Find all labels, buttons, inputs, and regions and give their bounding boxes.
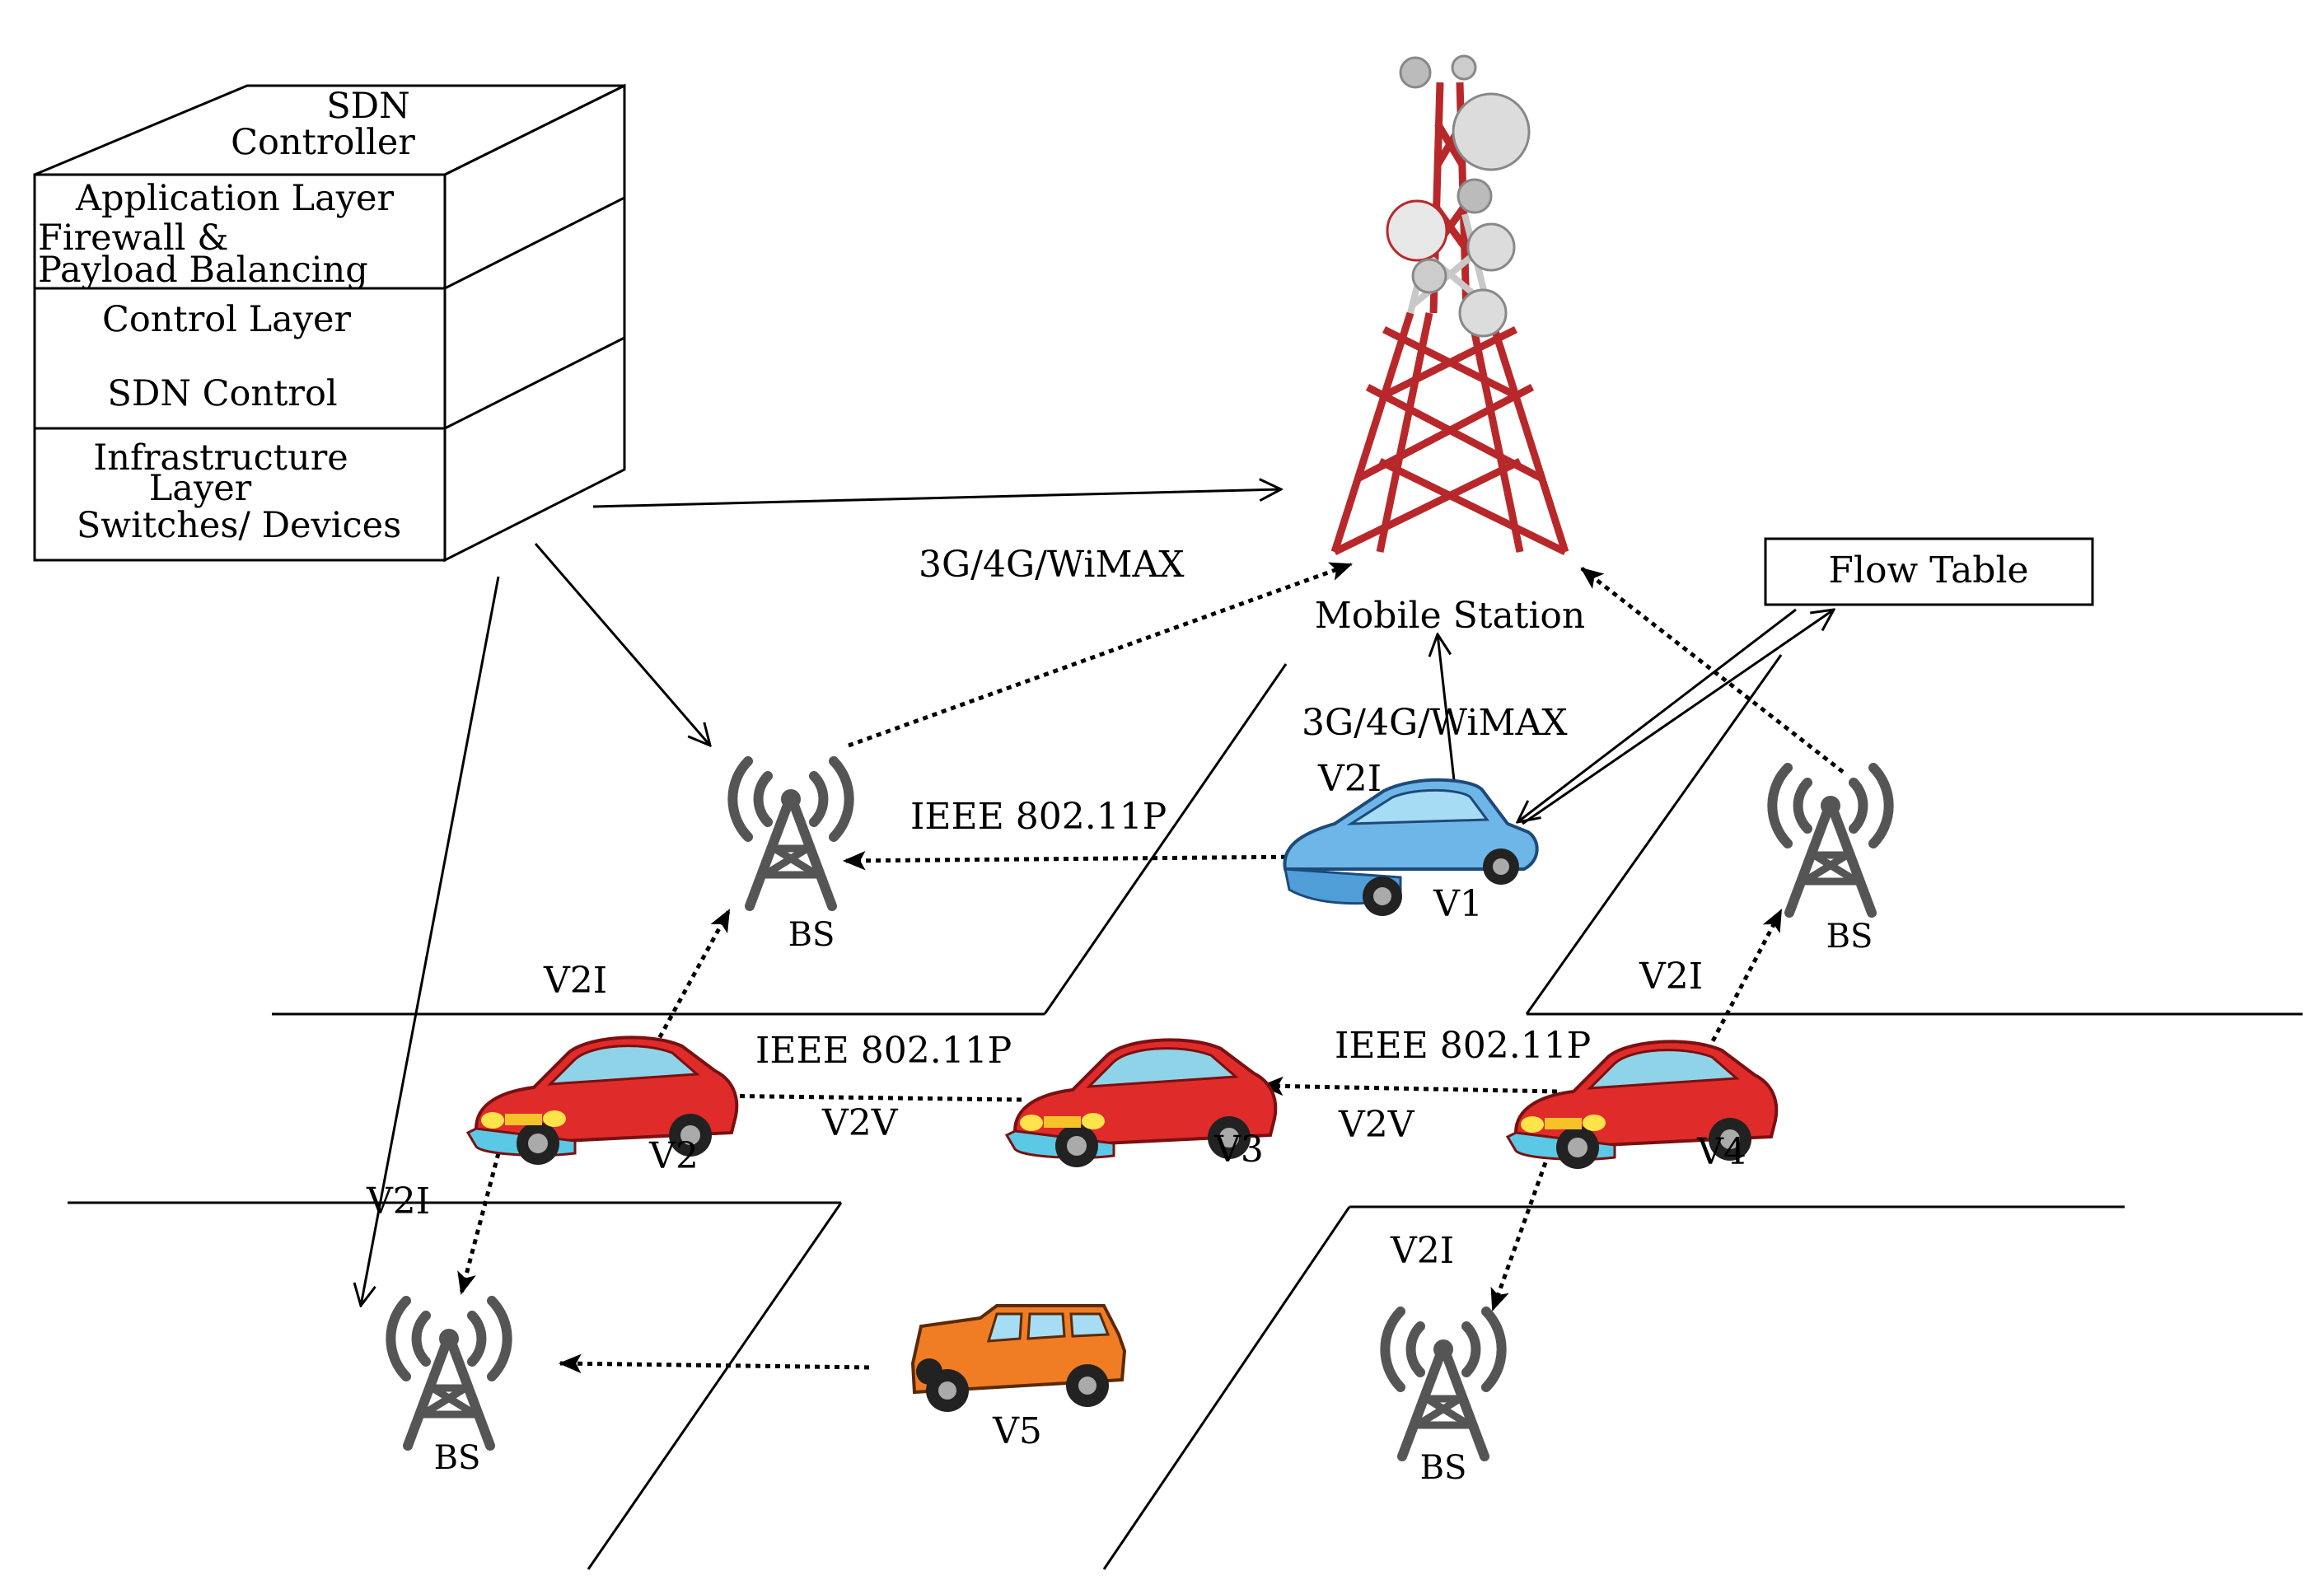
payload-balancing-label: Payload Balancing [38, 250, 368, 291]
control-links [361, 489, 1834, 1306]
control-layer-label: Control Layer [102, 299, 352, 340]
v4-label: V4 [1696, 1131, 1747, 1173]
v2i-label-bs3: V2I [366, 1180, 430, 1222]
sdn-to-tower-link [592, 489, 1281, 508]
tech-label-top: 3G/4G/WiMAX [919, 544, 1185, 586]
flow-table-box: Flow Table [1764, 537, 2094, 606]
sdn-header-line1: SDN [326, 86, 410, 127]
firewall-label: Firewall & [38, 217, 228, 259]
v2i-label-v1: V2I [1317, 758, 1382, 800]
mobile-station-label: Mobile Station [1315, 595, 1586, 637]
tech-label-v1: 3G/4G/WiMAX [1302, 702, 1568, 744]
base-station-4: BS [1385, 1311, 1501, 1487]
v4-to-bs4-link [1490, 1152, 1551, 1312]
base-station-3: BS [390, 1301, 507, 1477]
v2i-label-v4: V2I [1639, 956, 1703, 998]
v5-label: V5 [992, 1410, 1042, 1452]
bs1-to-tower-link [848, 562, 1354, 748]
ieee-label-v4: IEEE 802.11P [1335, 1025, 1591, 1067]
sdn-control-label: SDN Control [107, 373, 337, 414]
infrastructure-label: Infrastructure [93, 437, 348, 479]
v2i-label-bs4: V2I [1390, 1230, 1454, 1272]
vehicle-v2: V2 [466, 1035, 739, 1177]
base-station-2: BS [1772, 768, 1888, 956]
v3-label: V3 [1213, 1129, 1264, 1171]
v2v-label-v3: V2V [821, 1102, 899, 1144]
flowtable-to-v1-link [1517, 608, 1797, 822]
v2-label: V2 [648, 1135, 699, 1177]
v2-to-bs1-link [652, 909, 732, 1048]
vehicle-v1: V1 [1283, 778, 1539, 925]
v4-to-v3-link [1260, 1076, 1558, 1096]
layer-label: Layer [149, 468, 252, 509]
sdn-to-bs3-link [361, 576, 500, 1306]
application-layer-label: Application Layer [75, 178, 395, 219]
road-lines [68, 654, 2303, 1570]
v2-to-bs3-link [457, 1152, 501, 1296]
v2i-label-v2: V2I [543, 960, 607, 1002]
switches-devices-label: Switches/ Devices [77, 505, 401, 546]
v1-to-flowtable-link [1522, 610, 1834, 825]
sdn-header-line2: Controller [231, 122, 415, 163]
base-station-1: BS [732, 761, 849, 954]
vehicle-v4: V4 [1506, 1040, 1779, 1173]
v1-to-tower-link [1438, 634, 1457, 796]
mobile-station-tower: Mobile Station [1315, 54, 1586, 637]
bs-label: BS [1826, 918, 1873, 956]
link-labels: 3G/4G/WiMAX 3G/4G/WiMAX V2I IEEE 802.11P… [366, 544, 1703, 1272]
v4-to-bs2-link [1701, 909, 1784, 1060]
v1-to-bs1-link [842, 851, 1307, 871]
v1-label: V1 [1433, 883, 1483, 925]
bs-label: BS [1420, 1449, 1467, 1487]
sdn-controller-box: SDN Controller Application Layer Firewal… [33, 83, 626, 563]
ieee-label-v1: IEEE 802.11P [910, 796, 1167, 838]
vehicle-v5: V5 [910, 1304, 1127, 1452]
sdn-to-bs1-link [534, 543, 710, 746]
bs-label: BS [434, 1439, 481, 1477]
ieee-label-v3: IEEE 802.11P [755, 1030, 1012, 1072]
bs-label: BS [788, 916, 835, 954]
v2v-label-v4: V2V [1338, 1104, 1415, 1146]
flow-table-label: Flow Table [1828, 549, 2028, 591]
wireless-links [457, 562, 1845, 1374]
v5-to-bs3-link [558, 1353, 870, 1374]
v3-to-v2-link [702, 1086, 1022, 1106]
vehicle-v3: V3 [1005, 1038, 1278, 1171]
